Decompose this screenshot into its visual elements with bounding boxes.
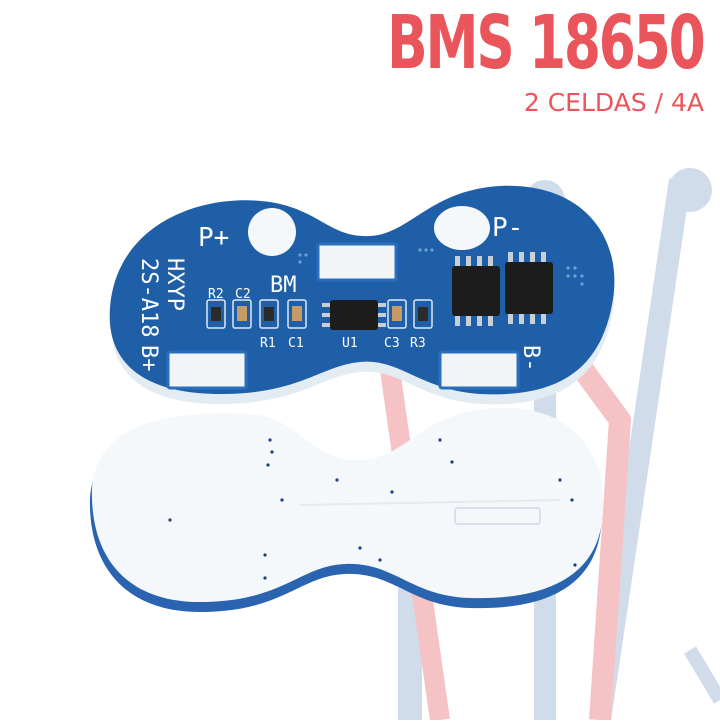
b-minus-pad [438,350,520,390]
u1-chip [322,300,386,330]
label-r2: R2 [208,287,224,302]
label-c3: C3 [384,336,400,351]
label-model-2: 2S-A18 [136,258,161,337]
mosfet-chips [452,252,553,326]
label-p-plus: P+ [198,223,229,253]
label-model-1: HXYP [162,258,187,311]
label-b-plus: B+ [136,345,161,372]
label-r3: R3 [410,336,426,351]
product-title: BMS 18650 [387,0,707,86]
product-subtitle: 2 CELDAS / 4A [523,88,704,117]
pcb-underside [89,407,604,613]
label-bm: BM [270,273,297,298]
label-c2: C2 [235,287,251,302]
label-c1: C1 [288,336,304,351]
b-plus-pad [166,350,248,390]
bm-pad [316,242,398,282]
label-b-minus: B- [518,345,543,372]
label-u1: U1 [342,336,358,351]
pcb-top: P+ P- BM R2 C2 R1 C1 U1 C3 R3 HXYP 2S-A1… [109,185,615,405]
label-p-minus: P- [492,213,523,243]
label-r1: R1 [260,336,276,351]
p-plus-hole [248,208,296,256]
p-minus-hole [434,206,490,250]
